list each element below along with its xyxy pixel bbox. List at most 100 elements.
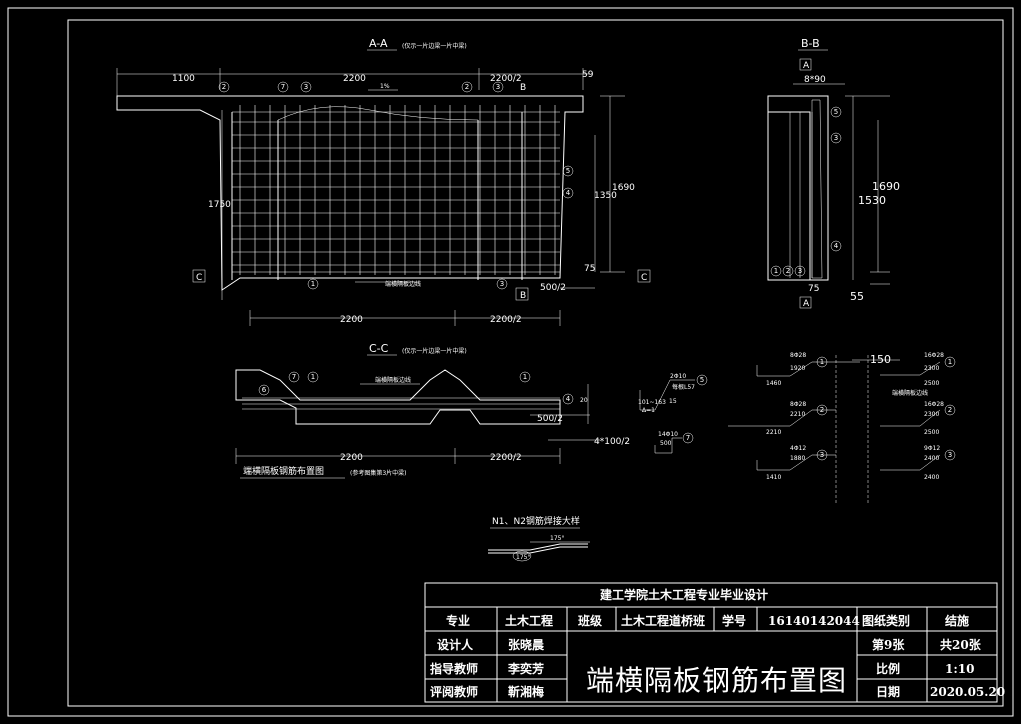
cc-mark-1b: 1 [523,373,527,381]
cc-title: C-C [369,342,389,355]
bb-mark-1: 1 [774,267,778,275]
list-row3-right-mark: 3 [948,451,952,459]
bb-dim-1690: 1690 [872,180,900,193]
list-row3-right-spec: 9Φ12 [924,445,940,452]
list-row3-left-spec: 4Φ12 [790,445,806,452]
inner-frame [67,19,1004,707]
class-value: 土木工程道桥班 [621,613,705,628]
cc-dim-4x100: 4*100/2 [594,437,630,447]
weld-detail: N1、N2钢筋焊接大样 175° 175° [488,515,590,562]
bb-dim-8x90: 8*90 [804,75,826,85]
aa-mark-2b: 2 [465,83,469,91]
section-cc: C-C (仅示一片边梁一片中梁) 端横隔板边线 6 7 1 1 4 20 500… [235,342,630,479]
list-row3-right-len: 2400 [924,455,939,462]
aa-dim-bottom-half: 2200/2 [490,315,522,325]
bb-mark-3b: 3 [798,267,802,275]
drawing-title: 端横隔板钢筋布置图 [586,664,847,697]
list-row1-left-len: 1920 [790,365,805,372]
aa-dim-500-half: 500/2 [540,283,566,293]
bb-mark-a-bottom: A [803,299,810,309]
section-aa: A-A (仅示一片边梁一片中梁) 1100 2200 2200/2 59 1% [116,37,651,326]
section-bb: B-B A 8*90 1690 1530 75 55 A 3 5 4 1 2 3 [767,37,900,309]
aa-callout: 端横隔板边线 [385,280,421,288]
detail-5-dim: 101~163 [638,399,666,406]
bb-mark-2: 2 [786,267,790,275]
list-row1-left-spec: 8Φ28 [790,352,806,359]
layout-caption: 端横隔板钢筋布置图 [243,465,324,477]
aa-mark-c-left: C [196,273,202,283]
drawing-type-value: 结施 [945,613,969,628]
id-value: 16140142044 [768,614,860,628]
list-row2-left-base: 2210 [766,429,781,436]
list-row3-left-base: 1410 [766,474,781,481]
aa-dim-75: 75 [584,264,595,274]
aa-dim-1350: 1350 [594,191,617,201]
bb-mark-3: 3 [834,134,838,142]
weld-detail-dim-b: 175° [516,554,530,561]
list-row2-right-base: 2500 [924,429,939,436]
cc-dim-2200-half: 2200/2 [490,453,522,463]
list-row1-left-base: 1460 [766,380,781,387]
date-value: 2020.05.20 [930,685,1005,699]
outer-frame [7,7,1014,717]
detail-5-side: 15 [669,398,677,405]
detail-5-length: 每根L57 [672,383,695,391]
cc-dim-2200: 2200 [340,453,363,463]
detail-mark-7: 7 [686,434,690,442]
aa-dim-1750: 1750 [208,200,231,210]
aa-dim-59: 59 [582,70,594,80]
detail-7-length: 500 [660,440,672,447]
aa-mark-b-bottom: B [520,291,526,301]
cc-mark-6: 6 [262,386,267,394]
aa-mark-3a: 3 [304,83,308,91]
list-row2-left-len: 2210 [790,411,805,418]
list-row3-left-mark: 3 [820,451,824,459]
cc-mark-4: 4 [566,395,571,403]
scale-value: 1:10 [945,662,974,676]
aa-rebar-mesh [232,105,560,275]
aa-mark-1: 1 [311,280,315,288]
detail-5-delta: Δ=1 [642,407,655,414]
bb-mark-5: 5 [834,108,838,116]
list-row2-left-mark: 2 [820,406,824,414]
list-row3-left-len: 1880 [790,455,805,462]
aa-mark-5: 5 [566,167,570,175]
bb-dim-75: 75 [808,284,819,294]
advisor-value: 李奕芳 [507,661,544,676]
advisor-label: 指导教师 [430,661,478,676]
list-row2-left-spec: 8Φ28 [790,401,806,408]
aa-mark-b-top: B [520,83,526,93]
list-row3-right-base: 2400 [924,474,939,481]
major-value: 土木工程 [505,613,553,628]
date-label: 日期 [876,684,900,699]
rebar-list-callout: 端横隔板边线 [892,389,928,397]
list-row1-right-base: 2500 [924,380,939,387]
aa-dim-2200-half: 2200/2 [490,74,522,84]
cc-callout: 端横隔板边线 [375,376,411,384]
rebar-detail-5: 5 2Φ10 每根L57 101~163 Δ=1 15 [638,373,708,414]
aa-slope: 1% [380,83,390,90]
aa-dim-1690: 1690 [612,183,635,193]
scale-label: 比例 [876,661,900,676]
bb-mark-a-top: A [803,61,810,71]
list-row1-right-mark: 1 [948,358,952,366]
bb-title: B-B [801,37,820,50]
aa-mark-4: 4 [566,189,571,197]
list-row1-left-mark: 1 [820,358,824,366]
aa-mark-3b: 3 [496,83,500,91]
detail-5-spec: 2Φ10 [670,373,686,380]
aa-title: A-A [369,37,388,50]
cc-dim-500-half: 500/2 [537,414,563,424]
rebar-detail-7: 7 14Φ10 500 [654,431,694,454]
rebar-list-spacing: 150 [870,353,891,366]
title-block-header: 建工学院土木工程专业毕业设计 [599,587,768,602]
list-row1-right-len: 2300 [924,365,939,372]
designer-value: 张晓晨 [508,637,545,652]
major-label: 专业 [446,613,470,628]
list-row2-right-spec: 16Φ28 [924,401,944,408]
aa-mark-7: 7 [281,83,285,91]
aa-mark-2a: 2 [222,83,226,91]
id-label: 学号 [722,613,746,628]
detail-7-spec: 14Φ10 [658,431,678,438]
